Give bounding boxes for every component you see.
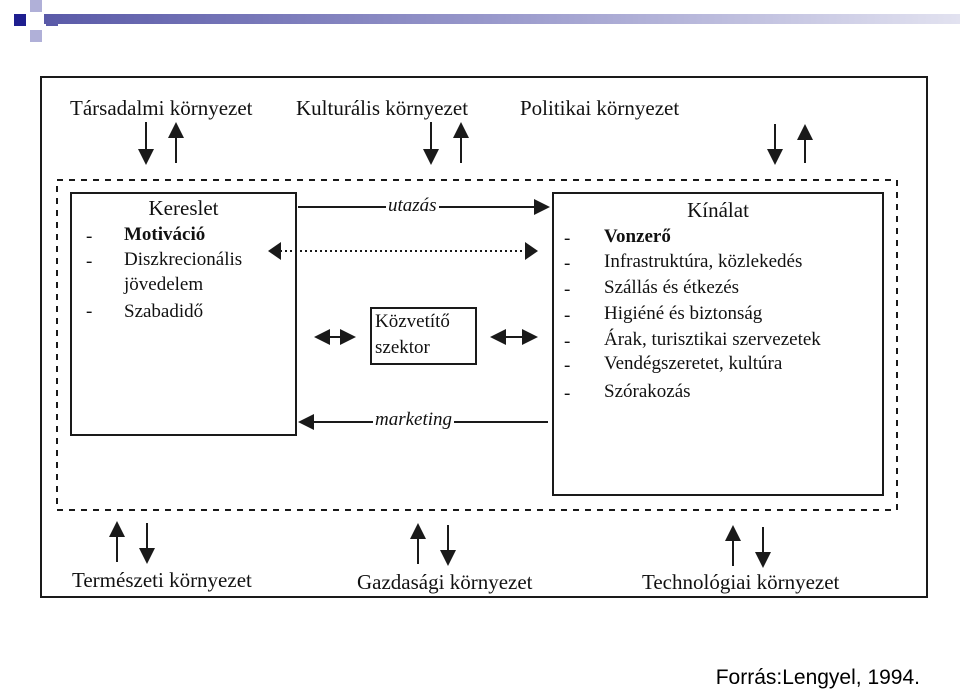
- diagram-frame: [40, 76, 928, 598]
- demand-box: Kereslet - Motiváció - Diszkrecionális j…: [70, 192, 297, 436]
- env-political: Politikai környezet: [520, 96, 680, 120]
- label-travel: utazás: [386, 195, 439, 217]
- slide-header-decoration: [0, 0, 960, 60]
- demand-item-motivation: Motiváció: [124, 224, 206, 245]
- demand-dash-3: -: [86, 301, 93, 322]
- demand-dash-1: -: [86, 226, 93, 247]
- supply-item-entertainment: Szórakozás: [604, 381, 691, 402]
- supply-title: Kínálat: [687, 198, 749, 222]
- supply-dash-5: -: [564, 331, 571, 352]
- demand-item-leisure: Szabadidő: [124, 301, 204, 322]
- intermediary-box: Közvetítő szektor: [370, 307, 477, 365]
- env-cultural: Kulturális környezet: [296, 96, 469, 120]
- supply-item-hospitality: Vendégszeretet, kultúra: [604, 353, 783, 374]
- demand-item-income: jövedelem: [124, 274, 204, 295]
- source-caption: Forrás:Lengyel, 1994.: [715, 666, 920, 689]
- supply-item-attraction: Vonzerő: [604, 226, 671, 247]
- env-technological: Technológiai környezet: [642, 570, 840, 594]
- supply-box: Kínálat - Vonzerő - Infrastruktúra, közl…: [552, 192, 884, 496]
- supply-dash-6: -: [564, 355, 571, 376]
- label-marketing: marketing: [373, 409, 455, 431]
- supply-item-prices: Árak, turisztikai szervezetek: [604, 329, 821, 350]
- demand-title: Kereslet: [148, 196, 219, 220]
- supply-item-infrastructure: Infrastruktúra, közlekedés: [604, 251, 803, 272]
- demand-item-discretionary: Diszkrecionális: [124, 249, 243, 270]
- env-natural: Természeti környezet: [72, 568, 252, 592]
- env-economic: Gazdasági környezet: [357, 570, 533, 594]
- supply-dash-2: -: [564, 253, 571, 274]
- demand-dash-2: -: [86, 251, 93, 272]
- env-social: Társadalmi környezet: [70, 96, 253, 120]
- supply-item-hygiene: Higiéné és biztonság: [604, 303, 763, 324]
- intermediary-line2: szektor: [375, 337, 430, 358]
- supply-dash-7: -: [564, 383, 571, 404]
- intermediary-line1: Közvetítő: [375, 311, 450, 332]
- header-squares-icon: [14, 0, 960, 42]
- supply-dash-4: -: [564, 305, 571, 326]
- supply-dash-3: -: [564, 279, 571, 300]
- supply-dash-1: -: [564, 228, 571, 249]
- supply-item-accommodation: Szállás és étkezés: [604, 277, 740, 298]
